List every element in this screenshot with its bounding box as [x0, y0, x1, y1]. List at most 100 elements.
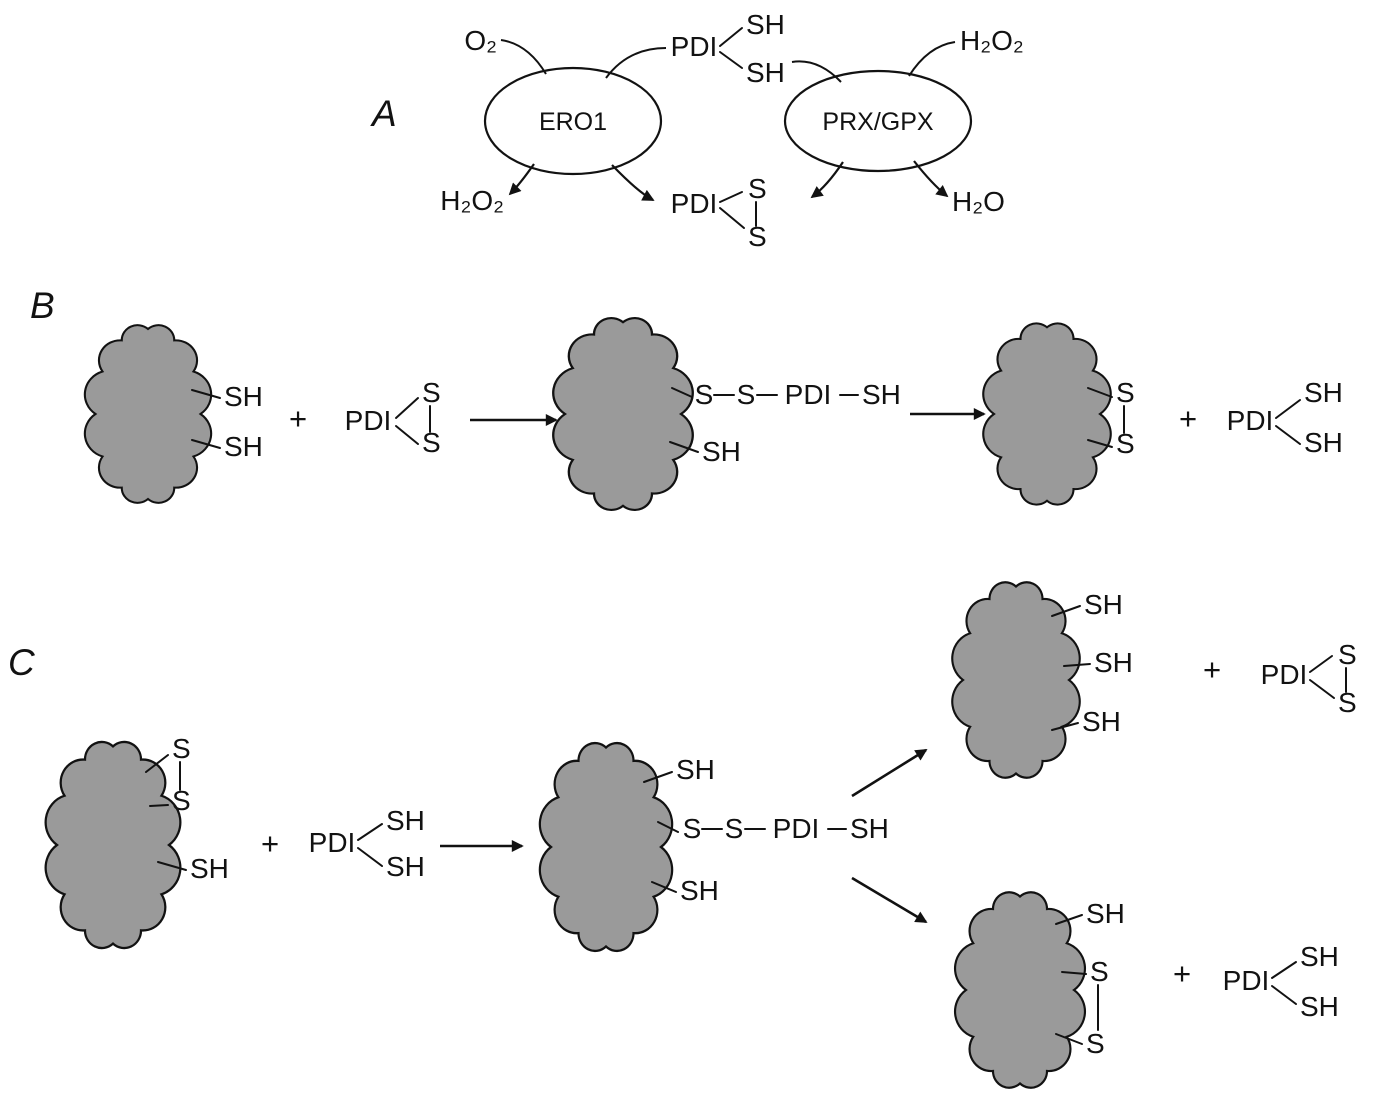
s-label: S: [748, 221, 767, 252]
bond-line: [191, 389, 221, 399]
prx-gpx-label: PRX/GPX: [822, 108, 933, 136]
bond-line: [1063, 663, 1091, 667]
sh-label: SH: [862, 379, 901, 410]
bond-line: [669, 441, 699, 453]
h2o-label: H₂O: [952, 186, 1005, 217]
s-label: S: [1086, 1028, 1105, 1059]
panel-c-label: C: [8, 642, 35, 683]
bond-line: [357, 847, 383, 867]
sh-label: SH: [676, 754, 715, 785]
s-label: S: [422, 427, 441, 458]
pdi-oxidized: PDI S S: [1261, 639, 1357, 718]
ero1-oval: [483, 66, 663, 176]
s-label: S: [1116, 428, 1135, 459]
bond-line: [1055, 914, 1083, 925]
pdi-label: PDI: [671, 188, 718, 219]
sh-label: SH: [1094, 647, 1133, 678]
s-label: S: [172, 785, 191, 816]
protein-cloud: [982, 322, 1112, 506]
bond-line: [1055, 1033, 1083, 1045]
curved-connector: [605, 47, 667, 79]
sh-label: SH: [1304, 427, 1343, 458]
bond-line: [1051, 722, 1079, 731]
pdi-reduced: PDI SH SH: [1227, 377, 1343, 458]
bond-line: [357, 823, 383, 841]
s-label: S: [683, 813, 702, 844]
s-label: S: [725, 813, 744, 844]
sh-label: SH: [1304, 377, 1343, 408]
curved-connector: [500, 39, 547, 75]
protein-cloud: [83, 324, 213, 504]
reaction-arrow: [851, 748, 928, 798]
sh-label: SH: [224, 381, 263, 412]
pdi-label: PDI: [345, 405, 392, 436]
pdi-reduced: PDI SH SH: [309, 805, 425, 882]
pdi-label: PDI: [1227, 405, 1274, 436]
pdi-reduced-top: PDI SH SH: [671, 9, 785, 88]
bond-line: [1309, 655, 1333, 673]
reaction-arrow: [913, 160, 949, 198]
bond-line: [1271, 985, 1297, 1005]
bond-line: [145, 754, 169, 773]
curved-connector: [908, 41, 956, 77]
s-label: S: [1338, 687, 1357, 718]
pdi-oxidized-bottom: PDI S S: [671, 173, 767, 252]
bond-line: [719, 27, 743, 47]
bond-line: [149, 804, 169, 807]
pdi-label: PDI: [671, 31, 718, 62]
sh-label: SH: [1084, 589, 1123, 620]
sh-label: SH: [1086, 898, 1125, 929]
sh-label: SH: [224, 431, 263, 462]
panel-a: A ERO1 PRX/GPX O₂ PDI SH SH H₂O₂ H₂O₂ PD…: [370, 9, 1024, 252]
curved-connector: [791, 60, 842, 83]
sh-label: SH: [386, 851, 425, 882]
pdi-label: PDI: [785, 379, 832, 410]
sh-label: SH: [386, 805, 425, 836]
panel-b: B SH SH + PDI S S S S PDI SH SH: [30, 285, 1343, 512]
panel-a-label: A: [370, 93, 397, 134]
bond-line: [651, 881, 677, 893]
plus-sign: +: [261, 826, 279, 861]
protein-cloud: [538, 741, 674, 953]
bond-line: [671, 387, 693, 398]
sh-label: SH: [702, 436, 741, 467]
bond-line: [1275, 399, 1301, 419]
pdi-label: PDI: [1261, 659, 1308, 690]
sh-label: SH: [190, 853, 229, 884]
reaction-arrow: [508, 163, 535, 196]
pdi-label: PDI: [309, 827, 356, 858]
bond-line: [1051, 605, 1081, 617]
h2o2-label: H₂O₂: [440, 185, 504, 216]
plus-sign: +: [1179, 401, 1197, 436]
bond-line: [657, 821, 679, 833]
o2-label: O₂: [464, 25, 497, 56]
protein-cloud: [552, 316, 694, 512]
plus-sign: +: [1203, 652, 1221, 687]
reaction-arrow: [851, 876, 928, 924]
bond-line: [1087, 439, 1113, 448]
sh-label: SH: [850, 813, 889, 844]
panel-b-label: B: [30, 285, 55, 326]
bond-line: [395, 425, 419, 445]
protein-cloud: [44, 740, 182, 950]
reaction-arrow: [611, 164, 655, 201]
prx-gpx-oval: [783, 69, 973, 173]
s-label: S: [695, 379, 714, 410]
bond-line: [191, 439, 221, 449]
bond-line: [719, 207, 745, 229]
plus-sign: +: [289, 401, 307, 436]
pdi-reduced: PDI SH SH: [1223, 941, 1339, 1022]
s-label: S: [172, 733, 191, 764]
bond-line: [1087, 387, 1113, 398]
pdi-oxidized: PDI S S: [345, 377, 441, 458]
sh-label: SH: [746, 57, 785, 88]
ero1-label: ERO1: [539, 108, 607, 136]
bond-line: [157, 861, 187, 871]
bond-line: [1271, 961, 1297, 979]
bond-line: [719, 191, 743, 203]
reaction-arrow: [810, 161, 844, 199]
s-label: S: [737, 379, 756, 410]
bond-line: [719, 51, 743, 69]
